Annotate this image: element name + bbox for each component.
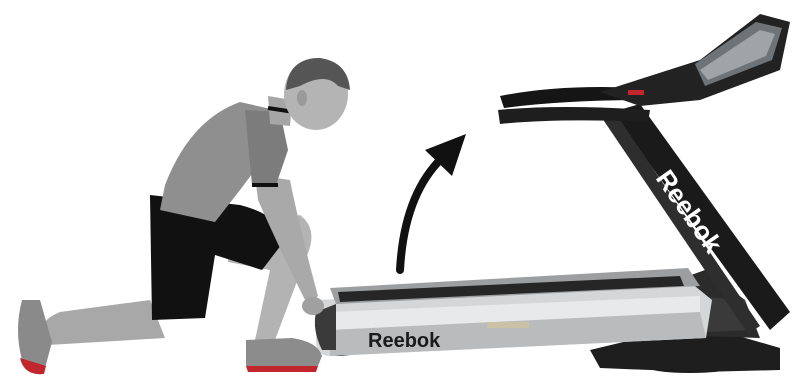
hand: [302, 297, 324, 315]
front-shoe: [246, 338, 322, 366]
person-lifting-icon: [18, 58, 350, 374]
deck-brand-logo: Reebok: [368, 330, 441, 352]
console-red-indicator: [628, 90, 644, 95]
front-shoe-sole: [246, 366, 318, 372]
treadmill-icon: Reebok Reebok: [315, 14, 790, 373]
deck-label-patch: [487, 322, 529, 328]
up-arrow-icon: [400, 134, 466, 270]
back-leg: [40, 300, 165, 345]
ear: [297, 90, 307, 106]
